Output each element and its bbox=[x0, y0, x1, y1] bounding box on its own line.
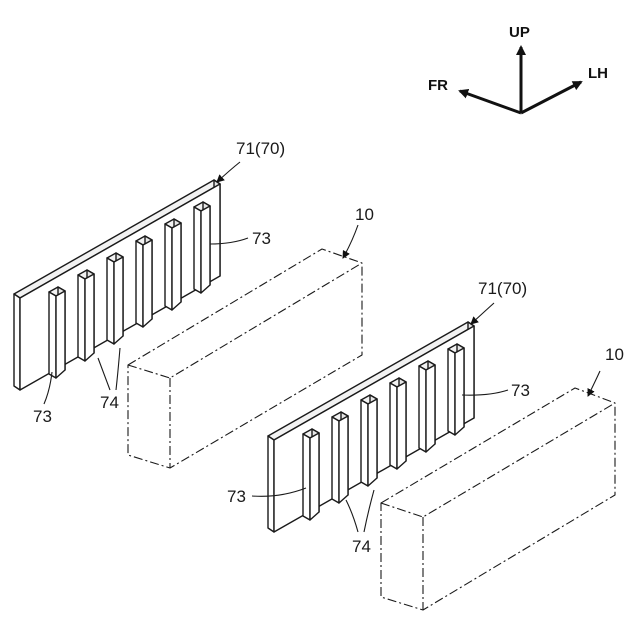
front-arrow bbox=[460, 91, 521, 113]
rib bbox=[303, 429, 319, 520]
plate-label: 71(70) bbox=[478, 279, 527, 298]
direction-indicator: UP FR LH bbox=[428, 24, 608, 113]
rib bbox=[448, 344, 464, 435]
rib bbox=[78, 270, 94, 361]
rib-label-upper: 73 bbox=[252, 229, 271, 248]
groove-leader bbox=[98, 348, 120, 390]
groove-label: 74 bbox=[352, 537, 371, 556]
rib bbox=[136, 236, 152, 327]
rib-label-lower: 73 bbox=[33, 407, 52, 426]
assembly-2: 71(70) 73 73 74 10 bbox=[227, 279, 624, 610]
rib bbox=[332, 412, 348, 503]
left-label: LH bbox=[588, 65, 608, 82]
left-arrow bbox=[521, 82, 581, 113]
groove-label: 74 bbox=[100, 393, 119, 412]
plate-leader bbox=[217, 162, 240, 182]
phantom-leader bbox=[588, 371, 600, 396]
plate-label: 71(70) bbox=[236, 139, 285, 158]
rib-label-upper: 73 bbox=[511, 381, 530, 400]
rib bbox=[419, 361, 435, 452]
up-label: UP bbox=[509, 24, 530, 41]
rib bbox=[361, 395, 377, 486]
phantom-leader bbox=[343, 225, 358, 258]
phantom-label: 10 bbox=[355, 205, 374, 224]
rib bbox=[49, 287, 65, 378]
groove-leader bbox=[346, 490, 374, 532]
rib bbox=[165, 219, 181, 310]
rib bbox=[194, 202, 210, 293]
rib-label-lower: 73 bbox=[227, 487, 246, 506]
rib bbox=[107, 253, 123, 344]
rib bbox=[390, 378, 406, 469]
plate-leader bbox=[471, 303, 494, 324]
front-label: FR bbox=[428, 77, 448, 94]
rib-leader-lower bbox=[44, 372, 52, 404]
phantom-label: 10 bbox=[605, 345, 624, 364]
